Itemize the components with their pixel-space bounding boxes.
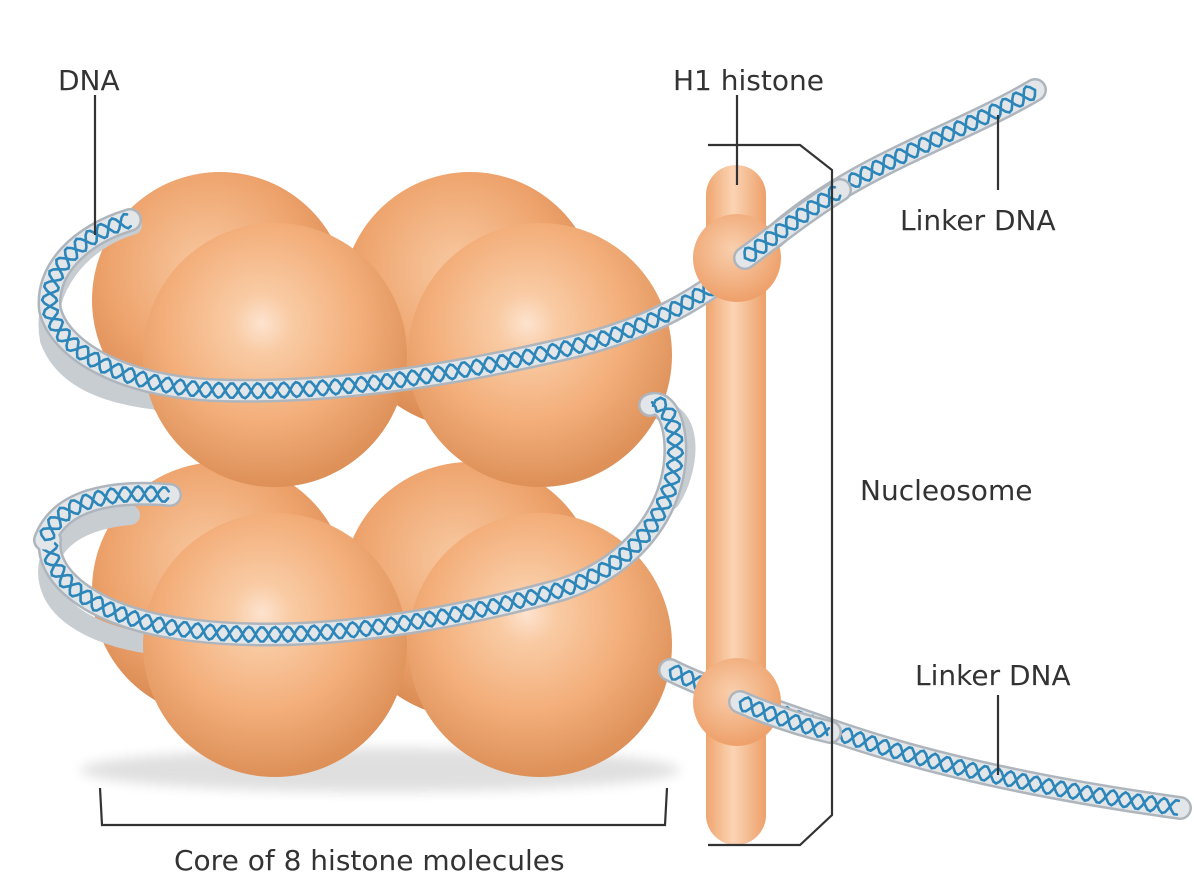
- core-bracket: [98, 787, 669, 827]
- nucleosome-bracket: [708, 143, 834, 847]
- dna-strand: [39, 484, 170, 542]
- dna-tube: [40, 394, 685, 644]
- core-label: Core of 8 histone molecules: [174, 844, 565, 877]
- linker-dna-bottom-label: Linker DNA: [915, 659, 1071, 692]
- dna-strand: [743, 185, 837, 260]
- dna-strand: [738, 696, 829, 737]
- linker-dna-top-label: Linker DNA: [900, 204, 1056, 237]
- histone-sphere: [143, 223, 407, 487]
- nucleosome-label: Nucleosome: [860, 474, 1032, 507]
- dna-strand: [42, 85, 1037, 400]
- dna-strand: [43, 396, 685, 644]
- dna-tube: [730, 692, 840, 742]
- dna-strand: [40, 88, 1037, 400]
- dna-strand: [743, 192, 842, 262]
- h1-histone-label: H1 histone: [673, 64, 824, 97]
- dna-label: DNA: [58, 64, 120, 97]
- histone-core: [38, 172, 696, 777]
